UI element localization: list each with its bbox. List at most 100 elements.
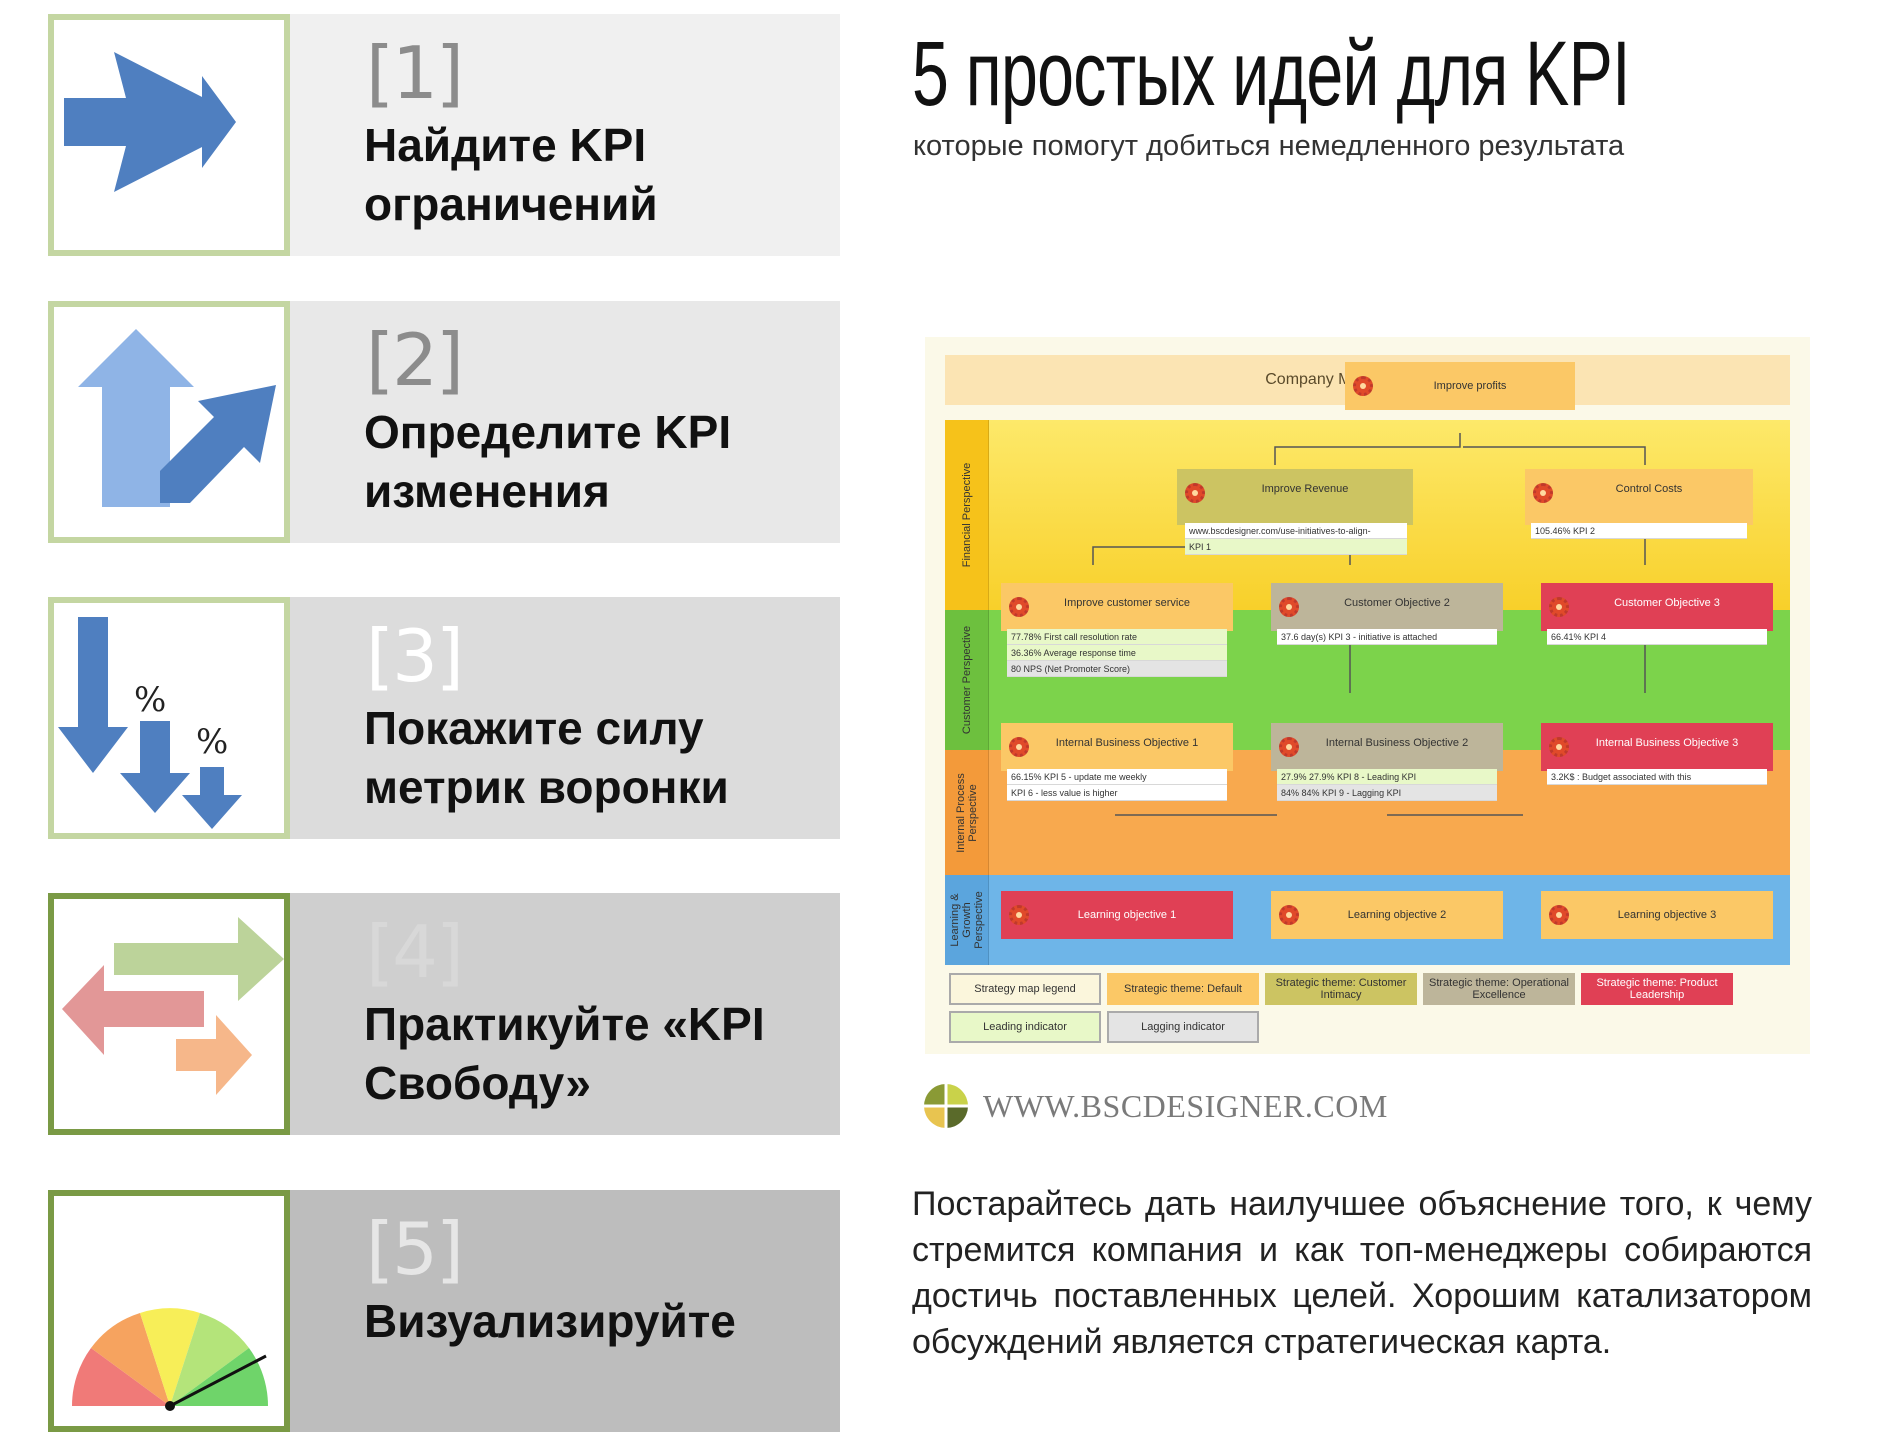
objective-label: Learning objective 2: [1347, 909, 1447, 921]
objective-improve-customer-service[interactable]: Improve customer service: [1001, 583, 1233, 631]
idea-icon-box: [48, 1190, 290, 1432]
idea-title: Практикуйте «KPI Свободу»: [364, 998, 765, 1109]
bscdesigner-logo-icon: [924, 1084, 968, 1128]
kpi-row: 66.15% KPI 5 - update me weekly: [1007, 769, 1227, 785]
lane-label: Customer Perspective: [945, 610, 989, 750]
strategy-map: Company Mission Statement Financial Pers…: [925, 337, 1810, 1054]
kpi-row: KPI 1: [1185, 539, 1407, 555]
kpi-row: 84% 84% KPI 9 - Lagging KPI: [1277, 785, 1497, 801]
lane-label-text: Customer Perspective: [960, 625, 973, 735]
objective-label: Customer Objective 3: [1614, 597, 1720, 609]
gear-icon: [1533, 483, 1553, 503]
lane-label-text: Financial Perspective: [960, 462, 973, 568]
objective-internal-2[interactable]: Internal Business Objective 2: [1271, 723, 1503, 771]
idea-title: Покажите силу метрик воронки: [364, 702, 729, 813]
objective-label: Customer Objective 2: [1344, 597, 1450, 609]
idea-icon-box: [48, 893, 290, 1135]
arrow-right-icon: [64, 52, 236, 192]
fork-arrows-icon: [78, 329, 276, 507]
kpi-row: 3.2K$ : Budget associated with this: [1547, 769, 1767, 785]
page-subtitle: которые помогут добиться немедленного ре…: [913, 130, 1625, 162]
objective-label: Internal Business Objective 1: [1055, 737, 1199, 749]
idea-title: Визуализируйте: [364, 1295, 736, 1347]
objective-learning-3[interactable]: Learning objective 3: [1541, 891, 1773, 939]
gear-icon: [1279, 737, 1299, 757]
idea-band: [228, 597, 840, 839]
idea-card-5: [5] Визуализируйте: [48, 1190, 840, 1432]
percent-sign-1: %: [134, 680, 166, 720]
objective-label: Internal Business Objective 3: [1595, 737, 1739, 749]
objective-learning-2[interactable]: Learning objective 2: [1271, 891, 1503, 939]
idea-card-4: [4] Практикуйте «KPI Свободу»: [48, 893, 840, 1135]
idea-card-1: [1] Найдите KPI ограничений: [48, 14, 840, 256]
objective-improve-profits-box[interactable]: Improve profits: [1345, 362, 1575, 410]
percent-sign-2: %: [196, 722, 228, 762]
kpi-row: 80 NPS (Net Promoter Score): [1007, 661, 1227, 677]
gear-icon: [1279, 905, 1299, 925]
objective-label: Improve profits: [1433, 380, 1507, 392]
lane-label: Internal Process Perspective: [945, 750, 989, 875]
kpi-row: 77.78% First call resolution rate: [1007, 629, 1227, 645]
idea-band: [228, 14, 840, 256]
objective-customer-2[interactable]: Customer Objective 2: [1271, 583, 1503, 631]
objective-customer-3[interactable]: Customer Objective 3: [1541, 583, 1773, 631]
legend-theme-operational: Strategic theme: Operational Excellence: [1423, 973, 1575, 1005]
gauge-icon: [72, 1308, 268, 1411]
objective-internal-1[interactable]: Internal Business Objective 1: [1001, 723, 1233, 771]
legend-theme-product: Strategic theme: Product Leadership: [1581, 973, 1733, 1005]
gear-icon: [1353, 376, 1373, 396]
idea-band: [228, 301, 840, 543]
kpi-row: 105.46% KPI 2: [1531, 523, 1747, 539]
lane-label-text: Internal Process Perspective: [954, 772, 979, 853]
idea-icon-box: % %: [48, 597, 290, 839]
idea-card-3: % % [3] Покажите силу метрик воронки: [48, 597, 840, 839]
lane-label: Financial Perspective: [945, 420, 989, 610]
gear-icon: [1279, 597, 1299, 617]
legend-leading: Leading indicator: [949, 1011, 1101, 1043]
kpi-row: www.bscdesigner.com/use-initiatives-to-a…: [1185, 523, 1407, 539]
gear-icon: [1009, 597, 1029, 617]
idea-number: [4]: [366, 910, 464, 994]
objective-label: Improve customer service: [1064, 597, 1190, 609]
idea-number: [1]: [366, 31, 464, 115]
kpi-row: KPI 6 - less value is higher: [1007, 785, 1227, 801]
lane-label: Learning & Growth Perspective: [945, 875, 989, 965]
gear-icon: [1549, 597, 1569, 617]
funnel-arrows-icon: % %: [58, 617, 242, 829]
kpi-row: 36.36% Average response time: [1007, 645, 1227, 661]
legend-strategy-map: Strategy map legend: [949, 973, 1101, 1005]
logo-text[interactable]: WWW.BSCDESIGNER.COM: [983, 1088, 1388, 1124]
idea-title: Определите KPI изменения: [364, 406, 732, 517]
kpi-row: 37.6 day(s) KPI 3 - initiative is attach…: [1277, 629, 1497, 645]
objective-label: Control Costs: [1615, 483, 1683, 495]
gear-icon: [1185, 483, 1205, 503]
lane-label-text: Learning & Growth Perspective: [948, 891, 985, 949]
idea-title: Найдите KPI ограничений: [364, 119, 658, 230]
gear-icon: [1549, 905, 1569, 925]
objective-learning-1[interactable]: Learning objective 1: [1001, 891, 1233, 939]
kpi-row: 66.41% KPI 4: [1547, 629, 1767, 645]
idea-band: [228, 893, 840, 1135]
idea-number: [5]: [366, 1207, 464, 1291]
legend-theme-customer: Strategic theme: Customer Intimacy: [1265, 973, 1417, 1005]
legend-theme-default: Strategic theme: Default: [1107, 973, 1259, 1005]
swap-arrows-icon: [62, 917, 284, 1095]
idea-number: [3]: [366, 614, 464, 698]
gear-icon: [1009, 737, 1029, 757]
idea-icon-box: [48, 14, 290, 256]
objective-internal-3[interactable]: Internal Business Objective 3: [1541, 723, 1773, 771]
objective-label: Learning objective 3: [1617, 909, 1717, 921]
gear-icon: [1009, 905, 1029, 925]
objective-label: Learning objective 1: [1077, 909, 1177, 921]
kpi-row: 27.9% 27.9% KPI 8 - Leading KPI: [1277, 769, 1497, 785]
idea-band: [228, 1190, 840, 1432]
gear-icon: [1549, 737, 1569, 757]
objective-label: Internal Business Objective 2: [1325, 737, 1469, 749]
idea-icon-box: [48, 301, 290, 543]
objective-control-costs[interactable]: Control Costs: [1525, 469, 1753, 525]
objective-label: Improve Revenue: [1261, 483, 1349, 495]
legend-lagging: Lagging indicator: [1107, 1011, 1259, 1043]
description-paragraph: Постарайтесь дать наилучшее объяснение т…: [912, 1185, 1812, 1361]
objective-improve-revenue[interactable]: Improve Revenue: [1177, 469, 1413, 525]
idea-number: [2]: [366, 318, 464, 402]
